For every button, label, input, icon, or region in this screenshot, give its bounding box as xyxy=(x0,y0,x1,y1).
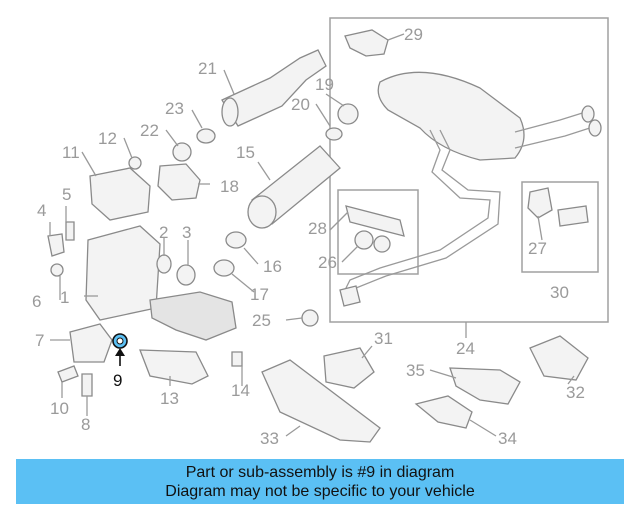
label-5: 5 xyxy=(62,185,71,204)
nut-12 xyxy=(128,156,142,170)
label-32: 32 xyxy=(566,383,585,402)
part-28-group-frame xyxy=(337,189,419,275)
label-25: 25 xyxy=(252,311,271,330)
clamp-3 xyxy=(176,264,196,286)
label-24: 24 xyxy=(456,339,475,358)
nut-6 xyxy=(50,263,64,277)
rear-muffler xyxy=(339,71,602,307)
arrow-9 xyxy=(115,348,125,366)
hanger-29 xyxy=(344,29,389,57)
label-14: 14 xyxy=(231,381,250,400)
stud-10 xyxy=(57,365,79,383)
heat-shield-31 xyxy=(323,347,375,389)
grommet-26b xyxy=(373,235,391,253)
label-34: 34 xyxy=(498,429,517,448)
label-21: 21 xyxy=(198,59,217,78)
flange-18 xyxy=(157,163,201,201)
label-11: 11 xyxy=(62,143,80,162)
label-10: 10 xyxy=(50,399,69,418)
label-1: 1 xyxy=(60,288,69,307)
label-18: 18 xyxy=(220,177,239,196)
label-31: 31 xyxy=(374,329,393,348)
label-30: 30 xyxy=(550,283,569,302)
bracket-30 xyxy=(557,205,589,227)
label-26: 26 xyxy=(318,253,337,272)
label-6: 6 xyxy=(32,292,41,311)
gasket-2 xyxy=(156,254,172,274)
label-15: 15 xyxy=(236,143,255,162)
label-17: 17 xyxy=(250,285,269,304)
clamp-25 xyxy=(301,309,319,327)
gasket-20 xyxy=(325,127,343,141)
info-banner: Part or sub-assembly is #9 in diagram Di… xyxy=(16,459,624,504)
label-9: 9 xyxy=(113,371,122,390)
label-8: 8 xyxy=(81,415,90,434)
front-pipe-21 xyxy=(221,49,327,127)
heat-shield-33 xyxy=(261,359,381,443)
bracket-7 xyxy=(69,323,113,363)
heat-shield-35 xyxy=(449,367,521,405)
heat-shield-32 xyxy=(529,335,589,381)
gasket-23 xyxy=(196,128,216,144)
label-27: 27 xyxy=(528,239,547,258)
label-2: 2 xyxy=(159,223,168,242)
label-28: 28 xyxy=(308,219,327,238)
label-12: 12 xyxy=(98,129,117,148)
label-19: 19 xyxy=(315,75,334,94)
heat-shield-11 xyxy=(89,167,151,221)
hanger-27 xyxy=(527,187,553,219)
bolt-8 xyxy=(81,373,93,397)
label-22: 22 xyxy=(140,121,159,140)
part-30-group-frame xyxy=(521,181,599,273)
bolt-14 xyxy=(231,351,243,367)
leader-lines xyxy=(49,33,575,437)
grommet-26a xyxy=(354,230,374,250)
label-20: 20 xyxy=(291,95,310,114)
label-33: 33 xyxy=(260,429,279,448)
heat-shield-34 xyxy=(414,395,473,429)
label-35: 35 xyxy=(406,361,425,380)
clamp-22 xyxy=(172,142,192,162)
label-3: 3 xyxy=(182,223,191,242)
part-24-group-frame xyxy=(329,17,609,323)
label-29: 29 xyxy=(404,25,423,44)
clamp-19 xyxy=(337,103,359,125)
gasket-17 xyxy=(213,259,235,277)
clamp-16 xyxy=(225,231,247,249)
label-16: 16 xyxy=(263,257,282,276)
catalytic-converter-1 xyxy=(85,225,237,341)
banner-line-2: Diagram may not be specific to your vehi… xyxy=(165,482,475,500)
label-13: 13 xyxy=(160,389,179,408)
bolt-5 xyxy=(65,221,75,241)
label-23: 23 xyxy=(165,99,184,118)
center-muffler-15 xyxy=(247,145,341,229)
label-4: 4 xyxy=(37,201,46,220)
gasket-plate-13 xyxy=(139,349,209,385)
label-7: 7 xyxy=(35,331,44,350)
bracket-28 xyxy=(345,205,405,237)
bracket-4 xyxy=(47,233,65,257)
banner-line-1: Part or sub-assembly is #9 in diagram xyxy=(185,463,455,481)
